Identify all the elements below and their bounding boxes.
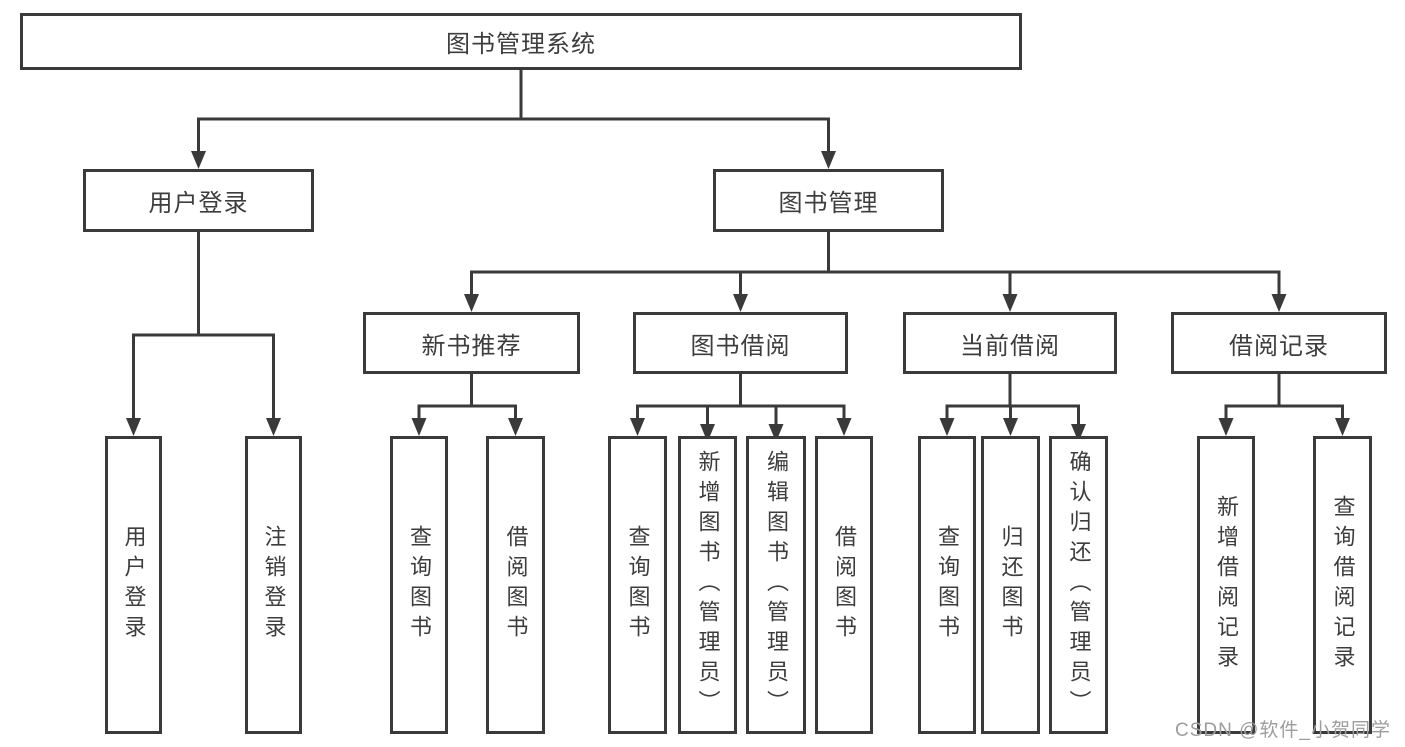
node-label-leaf-add-book-admin: 新增图书（管理员） xyxy=(695,450,721,720)
node-leaf-confirm-return-admin: 确认归还（管理员） xyxy=(1049,436,1108,734)
node-leaf-return-books: 归还图书 xyxy=(981,436,1040,734)
node-label-leaf-query-borrow-record: 查询借阅记录 xyxy=(1330,495,1356,675)
arrowhead-icon xyxy=(1218,418,1234,436)
arrowhead-icon xyxy=(508,418,523,436)
arrowhead-icon xyxy=(411,418,427,436)
node-leaf-edit-book-admin: 编辑图书（管理员） xyxy=(746,436,806,734)
node-label-leaf-logout: 注销登录 xyxy=(261,525,287,645)
node-label-leaf-borrow-books-recommend: 借阅图书 xyxy=(503,525,529,645)
arrowhead-icon xyxy=(630,418,645,436)
node-label-borrowing-records: 借阅记录 xyxy=(1229,332,1329,360)
arrowhead-icon xyxy=(821,151,836,169)
node-label-new-book-recommendation: 新书推荐 xyxy=(421,332,522,360)
node-leaf-logout: 注销登录 xyxy=(245,436,302,734)
connector-root-to-level2 xyxy=(191,70,836,169)
watermark: CSDN @软件_小贺同学 xyxy=(1175,720,1391,741)
node-label-leaf-confirm-return-admin: 确认归还（管理员） xyxy=(1066,450,1092,720)
node-leaf-query-books-current: 查询图书 xyxy=(918,436,976,734)
arrowhead-icon xyxy=(464,294,479,312)
connector-user-login-children xyxy=(126,232,281,436)
node-label-leaf-borrow-books: 借阅图书 xyxy=(832,525,857,645)
arrowhead-icon xyxy=(836,418,852,436)
node-borrowing-records: 借阅记录 xyxy=(1171,312,1387,374)
node-label-root: 图书管理系统 xyxy=(446,31,596,58)
connector-current-children xyxy=(939,374,1086,442)
arrowhead-icon xyxy=(191,151,206,169)
node-label-leaf-query-books-recommend: 查询图书 xyxy=(407,525,432,645)
arrowhead-icon xyxy=(733,294,748,312)
node-book-borrowing: 图书借阅 xyxy=(633,312,848,374)
node-label-leaf-user-login: 用户登录 xyxy=(121,525,147,645)
node-label-leaf-query-books-borrow: 查询图书 xyxy=(625,525,651,645)
node-new-book-recommendation: 新书推荐 xyxy=(363,312,580,374)
node-label-current-borrowing: 当前借阅 xyxy=(960,332,1060,360)
node-book-management: 图书管理 xyxy=(713,169,944,232)
node-label-leaf-return-books: 归还图书 xyxy=(998,525,1024,645)
node-leaf-borrow-books-recommend: 借阅图书 xyxy=(486,436,545,734)
connector-book-management-children xyxy=(464,232,1287,312)
node-label-leaf-add-borrow-record: 新增借阅记录 xyxy=(1214,495,1239,675)
connector-recommendation-children xyxy=(411,374,523,436)
node-label-book-management: 图书管理 xyxy=(778,190,879,217)
node-root: 图书管理系统 xyxy=(20,13,1022,70)
arrowhead-icon xyxy=(939,418,955,436)
arrowhead-icon xyxy=(266,418,281,436)
connector-records-children xyxy=(1218,374,1350,436)
arrowhead-icon xyxy=(1271,294,1287,312)
connector-borrowing-children xyxy=(630,374,852,442)
node-label-user-login: 用户登录 xyxy=(148,190,249,217)
node-leaf-borrow-books: 借阅图书 xyxy=(815,436,873,734)
node-leaf-user-login: 用户登录 xyxy=(105,436,162,734)
arrowhead-icon xyxy=(1002,294,1018,312)
arrowhead-icon xyxy=(1335,418,1350,436)
node-user-login: 用户登录 xyxy=(83,169,314,232)
node-label-book-borrowing: 图书借阅 xyxy=(690,332,791,360)
arrowhead-icon xyxy=(1003,418,1018,436)
node-label-leaf-edit-book-admin: 编辑图书（管理员） xyxy=(764,450,789,720)
arrowhead-icon xyxy=(126,418,141,436)
node-leaf-query-books-recommend: 查询图书 xyxy=(390,436,448,734)
node-leaf-query-borrow-record: 查询借阅记录 xyxy=(1313,436,1372,734)
node-current-borrowing: 当前借阅 xyxy=(903,312,1117,374)
node-leaf-add-book-admin: 新增图书（管理员） xyxy=(678,436,737,734)
node-leaf-add-borrow-record: 新增借阅记录 xyxy=(1197,436,1255,734)
node-label-leaf-query-books-current: 查询图书 xyxy=(935,525,960,645)
node-leaf-query-books-borrow: 查询图书 xyxy=(608,436,667,734)
